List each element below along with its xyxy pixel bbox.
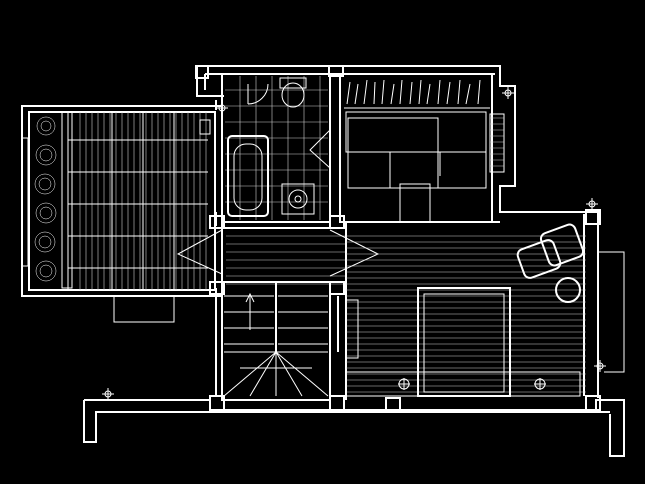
terrace-deck [21,105,223,323]
bathtub [227,135,269,217]
decking-boards [67,112,208,290]
sink-counter [281,183,315,215]
stool [399,183,431,223]
dressing-room [339,73,505,223]
exterior-walls [83,65,625,457]
planter-shrubs [34,116,57,282]
bedroom [337,222,586,400]
round-table [555,277,581,303]
bedroom-parquet [346,235,586,393]
bathroom-tiles [225,76,328,220]
toilet-tank [279,77,307,89]
hanging-rail [344,79,490,109]
bathroom [215,73,331,226]
bed-side-unit [345,371,581,397]
direction-arrow [245,292,255,330]
staircase [215,281,331,401]
toilet-icon [281,82,305,108]
sink-icon [288,189,308,209]
deck-vertical-lines [79,112,207,290]
pillars [195,65,601,413]
armchair [516,223,585,279]
level-markers [102,87,606,400]
